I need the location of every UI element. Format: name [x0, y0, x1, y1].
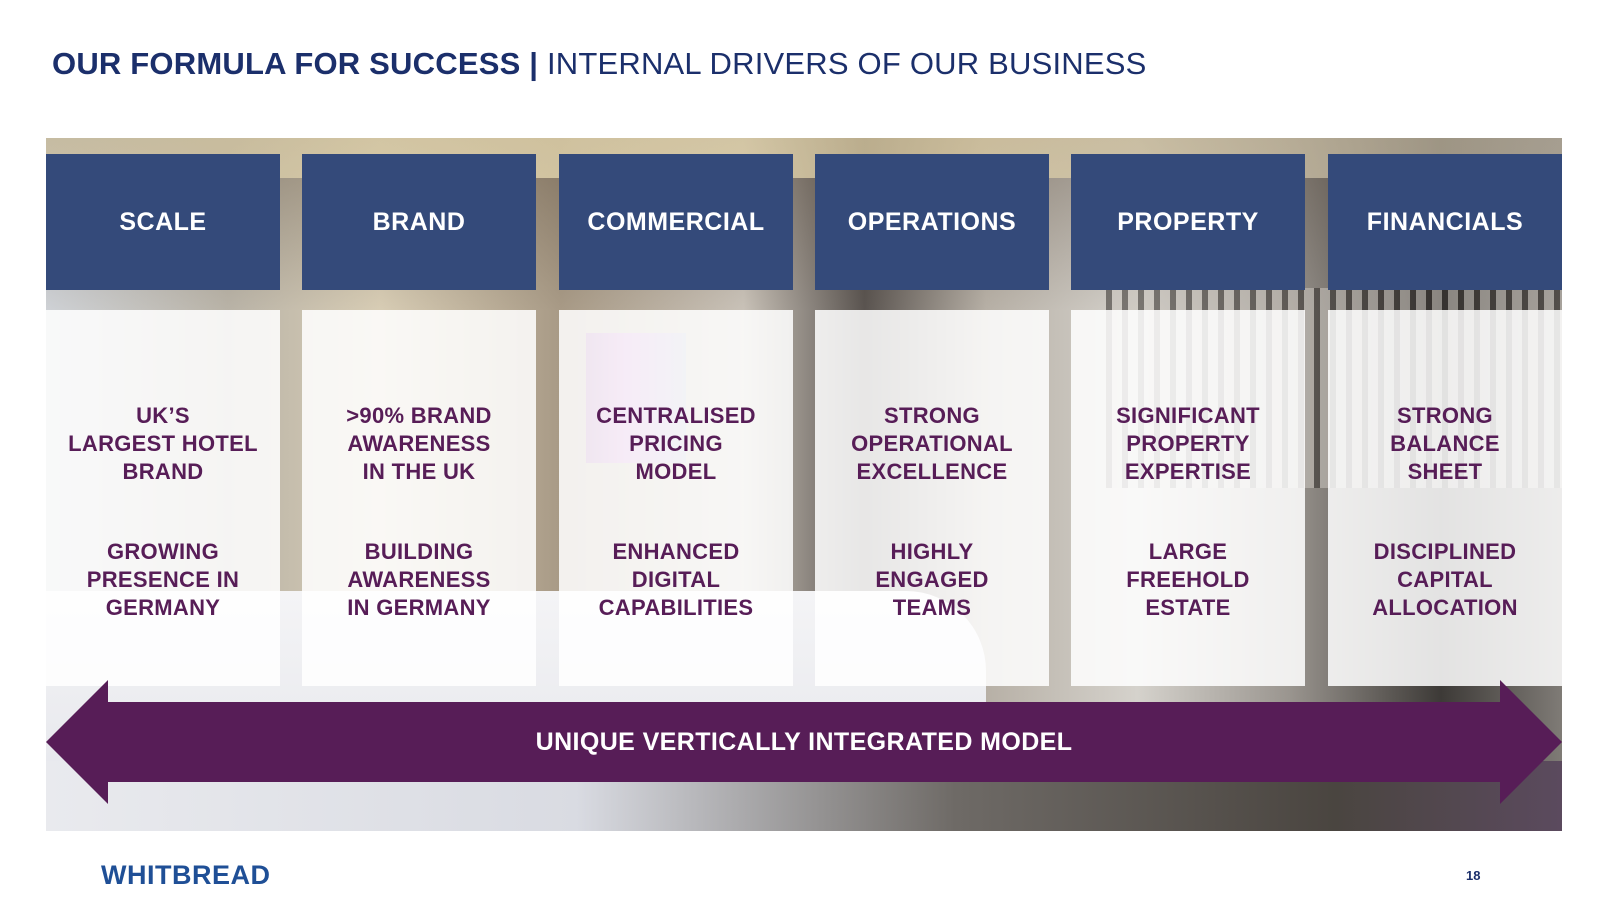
pillar-body: CENTRALISED PRICING MODEL ENHANCED DIGIT… — [559, 310, 793, 686]
page-number: 18 — [1466, 868, 1481, 883]
pillar-primary-text: UK’S LARGEST HOTEL BRAND — [68, 403, 258, 484]
pillar-body: SIGNIFICANT PROPERTY EXPERTISE LARGE FRE… — [1071, 310, 1305, 686]
pillar-heading: BRAND — [302, 154, 536, 290]
pillar-primary-text: STRONG OPERATIONAL EXCELLENCE — [851, 403, 1013, 484]
pillar-scale: SCALE UK’S LARGEST HOTEL BRAND GROWING P… — [46, 154, 280, 686]
double-arrow-shape — [46, 680, 1562, 804]
pillar-secondary-text: LARGE FREEHOLD ESTATE — [1126, 539, 1250, 620]
pillar-secondary-text: HIGHLY ENGAGED TEAMS — [875, 539, 989, 620]
pillar-body: >90% BRAND AWARENESS IN THE UK BUILDING … — [302, 310, 536, 686]
pillar-heading: PROPERTY — [1071, 154, 1305, 290]
pillar-operations: OPERATIONS STRONG OPERATIONAL EXCELLENCE… — [815, 154, 1049, 686]
pillar-commercial: COMMERCIAL CENTRALISED PRICING MODEL ENH… — [559, 154, 793, 686]
pillar-heading: OPERATIONS — [815, 154, 1049, 290]
pillar-primary-text: CENTRALISED PRICING MODEL — [596, 403, 756, 484]
slide-title-bold: OUR FORMULA FOR SUCCESS | — [52, 46, 539, 81]
pillar-heading: COMMERCIAL — [559, 154, 793, 290]
photo-ceiling — [46, 138, 1562, 178]
pillar-body: STRONG OPERATIONAL EXCELLENCE HIGHLY ENG… — [815, 310, 1049, 686]
pillar-financials: FINANCIALS STRONG BALANCE SHEET DISCIPLI… — [1328, 154, 1562, 686]
pillar-primary-text: SIGNIFICANT PROPERTY EXPERTISE — [1116, 403, 1260, 484]
pillar-primary-text: >90% BRAND AWARENESS IN THE UK — [346, 403, 492, 484]
pillar-secondary-text: GROWING PRESENCE IN GERMANY — [86, 539, 240, 620]
double-headed-arrow: UNIQUE VERTICALLY INTEGRATED MODEL — [46, 680, 1562, 804]
slide-title: OUR FORMULA FOR SUCCESS | INTERNAL DRIVE… — [52, 46, 1147, 82]
pillar-primary-text: STRONG BALANCE SHEET — [1390, 403, 1500, 484]
slide-title-light: INTERNAL DRIVERS OF OUR BUSINESS — [546, 46, 1147, 81]
pillar-body: STRONG BALANCE SHEET DISCIPLINED CAPITAL… — [1328, 310, 1562, 686]
pillar-heading: SCALE — [46, 154, 280, 290]
pillar-secondary-text: ENHANCED DIGITAL CAPABILITIES — [598, 539, 754, 620]
pillar-body: UK’S LARGEST HOTEL BRAND GROWING PRESENC… — [46, 310, 280, 686]
pillar-heading: FINANCIALS — [1328, 154, 1562, 290]
arrow-label: UNIQUE VERTICALLY INTEGRATED MODEL — [535, 727, 1073, 756]
whitbread-logo: WHITBREAD — [101, 860, 271, 890]
pillar-property: PROPERTY SIGNIFICANT PROPERTY EXPERTISE … — [1071, 154, 1305, 686]
pillar-brand: BRAND >90% BRAND AWARENESS IN THE UK BUI… — [302, 154, 536, 686]
pillar-secondary-text: BUILDING AWARENESS IN GERMANY — [347, 539, 491, 620]
pillar-secondary-text: DISCIPLINED CAPITAL ALLOCATION — [1372, 539, 1518, 620]
